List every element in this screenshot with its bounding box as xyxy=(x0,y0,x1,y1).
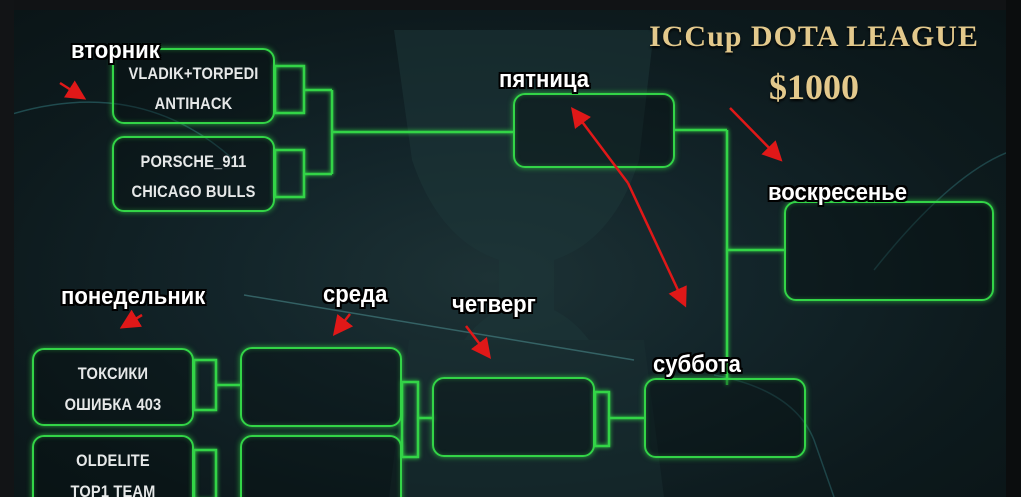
day-label-friday: пятница xyxy=(499,66,590,93)
prize-amount: $1000 xyxy=(769,67,859,107)
match-box-saturday[interactable] xyxy=(644,378,806,458)
team-name: ОШИБКА 403 xyxy=(64,395,162,414)
team-name: ANTIHACK xyxy=(154,94,233,113)
match-box-friday[interactable] xyxy=(513,93,675,168)
right-edge-strip xyxy=(1006,0,1021,497)
match-box-lower-second[interactable] xyxy=(240,435,402,497)
team-name: VLADIK+TORPEDI xyxy=(128,64,259,83)
team-name: ТОКСИКИ xyxy=(77,364,149,383)
arrow-sunday-icon xyxy=(729,107,783,162)
day-label-thursday: четверг xyxy=(452,291,536,318)
match-box-sunday[interactable] xyxy=(784,201,994,301)
day-label-monday: понедельник xyxy=(61,283,206,310)
top-edge-strip xyxy=(14,0,1021,10)
day-label-saturday: суббота xyxy=(653,351,741,378)
left-edge-strip xyxy=(0,0,14,497)
arrow-friday-up-icon xyxy=(571,107,629,184)
match-box-m2[interactable]: PORSCHE_911 CHICAGO BULLS xyxy=(112,136,275,212)
match-box-m4[interactable]: OLDELITE TOP1 TEAM xyxy=(32,435,194,497)
arrow-tuesday-icon xyxy=(59,80,87,100)
bracket-board: VLADIK+TORPEDI ANTIHACK PORSCHE_911 CHIC… xyxy=(14,10,1006,497)
arrow-wednesday-icon xyxy=(332,313,354,336)
arrow-thursday-icon xyxy=(465,325,492,359)
team-name: TOP1 TEAM xyxy=(70,482,156,497)
arrow-friday-down-icon xyxy=(626,182,687,308)
match-box-wednesday[interactable] xyxy=(240,347,402,427)
team-name: PORSCHE_911 xyxy=(140,152,247,171)
team-name: CHICAGO BULLS xyxy=(131,182,256,201)
match-box-m1[interactable]: VLADIK+TORPEDI ANTIHACK xyxy=(112,48,275,124)
match-box-m3[interactable]: ТОКСИКИ ОШИБКА 403 xyxy=(32,348,194,426)
arrow-monday-icon xyxy=(119,309,143,329)
team-name: OLDELITE xyxy=(76,451,150,470)
match-box-thursday[interactable] xyxy=(432,377,595,457)
annotation-arrows xyxy=(59,80,783,359)
league-title: ICCup DOTA LEAGUE xyxy=(649,20,979,53)
day-label-wednesday: среда xyxy=(323,281,388,308)
day-label-sunday: воскресенье xyxy=(768,179,908,206)
day-label-tuesday: вторник xyxy=(71,37,160,64)
bracket-connectors xyxy=(192,64,784,497)
